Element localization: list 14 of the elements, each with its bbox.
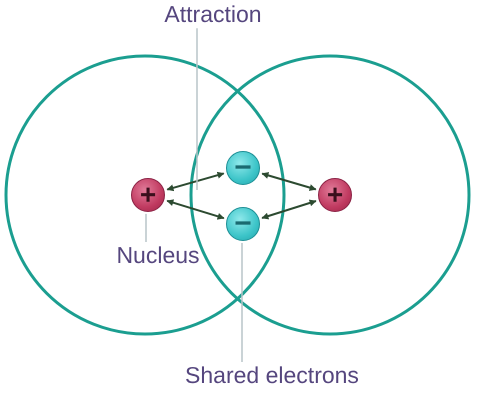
leader-line [145, 214, 147, 242]
leader-line [196, 28, 198, 190]
attraction-arrow [261, 200, 317, 220]
attraction-arrow [166, 172, 224, 192]
nucleus-ball: + [131, 178, 165, 212]
electron-ball: − [226, 207, 260, 241]
attraction-arrow [166, 199, 225, 220]
attraction-arrow [262, 172, 316, 191]
nucleus-ball: + [318, 178, 352, 212]
attraction-label: Attraction [164, 2, 262, 28]
leader-line [241, 242, 243, 362]
electron-ball: − [226, 151, 260, 185]
shared-electrons-label: Shared electrons [185, 363, 359, 388]
nucleus-label: Nucleus [116, 243, 200, 268]
